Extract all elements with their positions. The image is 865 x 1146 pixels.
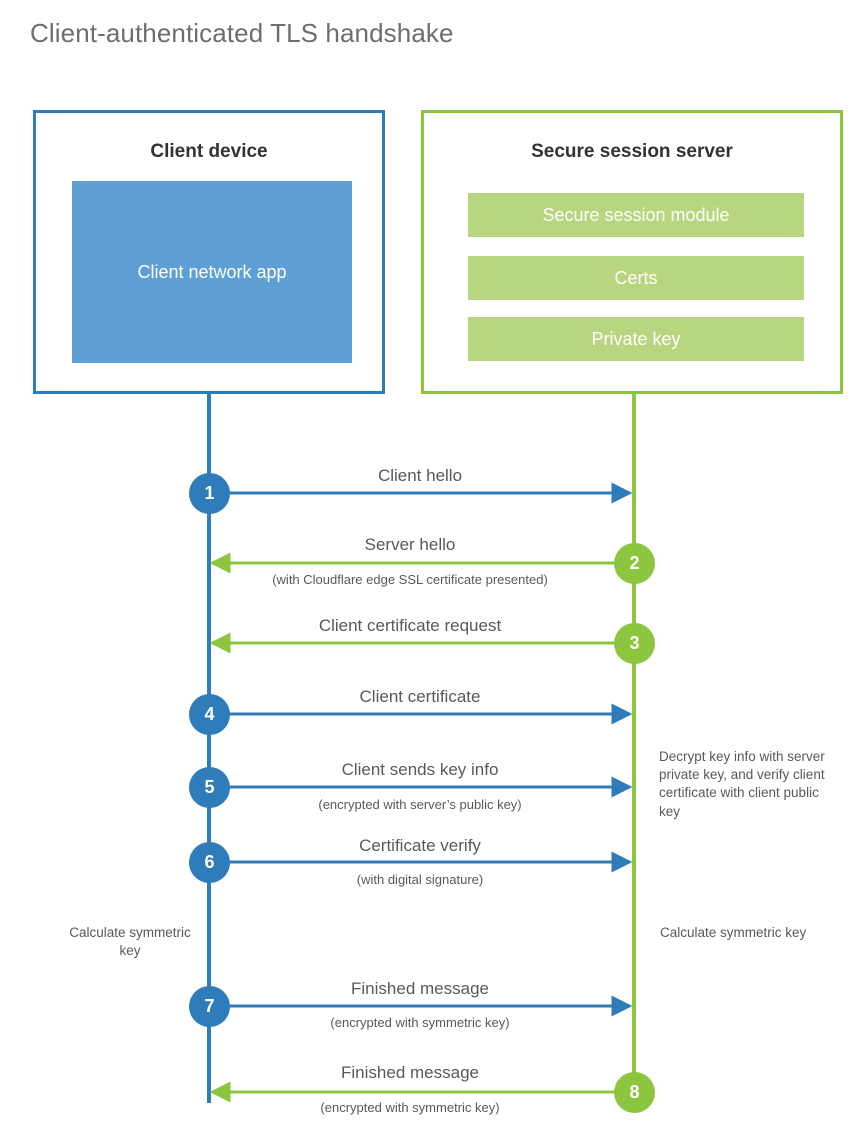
message-sublabel-6: (with digital signature)	[356, 872, 484, 887]
server-block-certs: Certs	[468, 256, 804, 300]
note-client-calculate-symmetric-key: Calculate symmetric key	[69, 925, 191, 959]
message-label-6: Certificate verify	[359, 836, 481, 855]
message-sublabel-5: (encrypted with server’s public key)	[318, 797, 522, 812]
message-sublabel-7: (encrypted with symmetric key)	[330, 1015, 510, 1030]
server-block-private-key: Private key	[468, 317, 804, 361]
client-device-box: Client device Client network app	[33, 110, 385, 394]
message-label-1: Client hello	[377, 466, 463, 485]
step-circle-3[interactable]: 3	[614, 623, 655, 664]
client-device-title: Client device	[150, 141, 268, 162]
note-server-calculate-symmetric-key: Calculate symmetric key	[660, 925, 807, 940]
message-label-5: Client sends key info	[341, 760, 499, 779]
message-sublabel-8: (encrypted with symmetric key)	[320, 1100, 500, 1115]
client-network-app-block: Client network app	[72, 181, 352, 363]
secure-session-server-box: Secure session server Secure session mod…	[421, 110, 843, 394]
step-circle-2[interactable]: 2	[614, 543, 655, 584]
message-label-8: Finished message	[341, 1063, 479, 1082]
step-circle-6[interactable]: 6	[189, 842, 230, 883]
note-decrypt-key-info: Decrypt key info with server private key…	[659, 749, 825, 819]
message-sublabel-2: (with Cloudflare edge SSL certificate pr…	[272, 572, 548, 587]
message-label-7: Finished message	[351, 979, 489, 998]
secure-session-server-title: Secure session server	[531, 141, 733, 162]
client-lifeline	[207, 393, 211, 1103]
step-circle-1[interactable]: 1	[189, 473, 230, 514]
message-label-3: Client certificate request	[318, 616, 502, 635]
server-block-secure-session-module: Secure session module	[468, 193, 804, 237]
step-circle-7[interactable]: 7	[189, 986, 230, 1027]
step-circle-5[interactable]: 5	[189, 767, 230, 808]
message-label-4: Client certificate	[359, 687, 481, 706]
page-title: Client-authenticated TLS handshake	[30, 18, 454, 48]
step-circle-4[interactable]: 4	[189, 694, 230, 735]
message-label-2: Server hello	[364, 535, 456, 554]
step-circle-8[interactable]: 8	[614, 1072, 655, 1113]
server-lifeline	[632, 393, 636, 1093]
